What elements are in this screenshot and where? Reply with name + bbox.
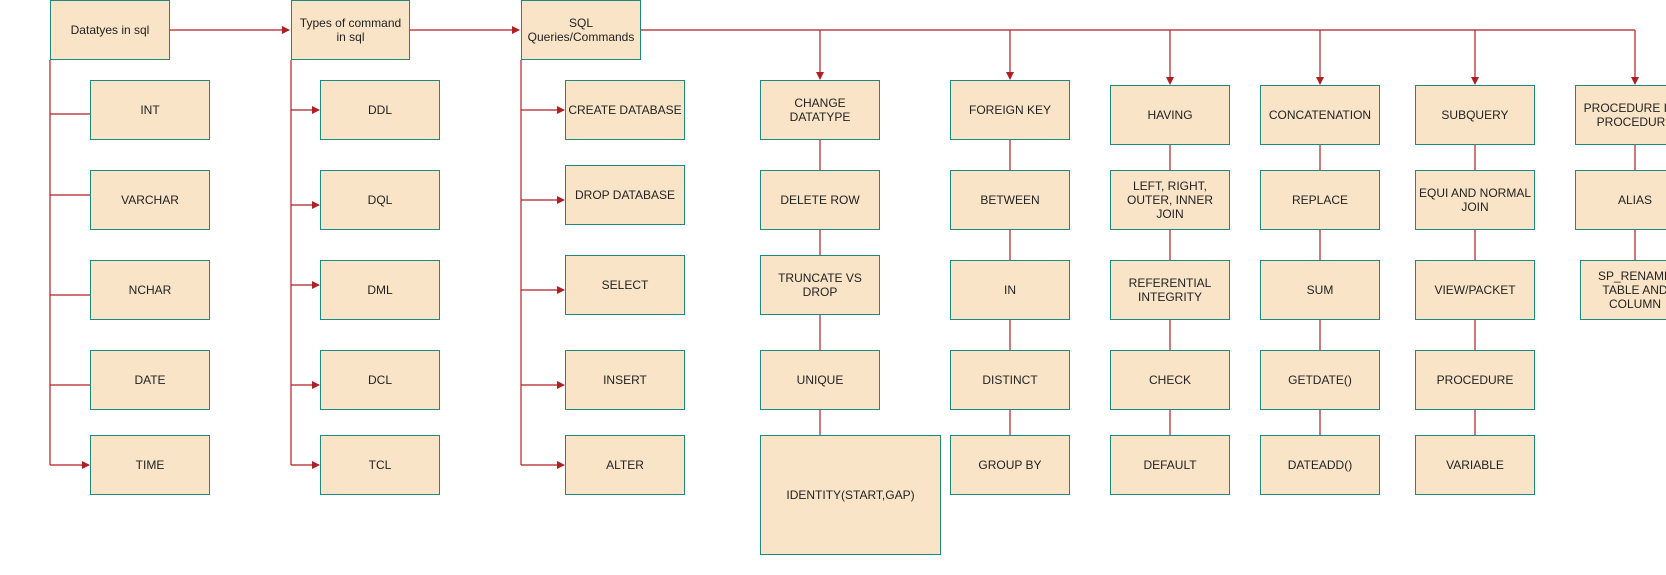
node-drop-database[interactable]: DROP DATABASE: [565, 165, 685, 225]
node-commandtypes-header[interactable]: Types of command in sql: [291, 0, 410, 60]
node-foreign-key[interactable]: FOREIGN KEY: [950, 80, 1070, 140]
node-view-packet[interactable]: VIEW/PACKET: [1415, 260, 1535, 320]
node-dateadd[interactable]: DATEADD(): [1260, 435, 1380, 495]
node-change-datatype[interactable]: CHANGE DATATYPE: [760, 80, 880, 140]
node-referential-integrity[interactable]: REFERENTIAL INTEGRITY: [1110, 260, 1230, 320]
node-create-database[interactable]: CREATE DATABASE: [565, 80, 685, 140]
node-equi-normal-join[interactable]: EQUI AND NORMAL JOIN: [1415, 170, 1535, 230]
node-check[interactable]: CHECK: [1110, 350, 1230, 410]
node-procedure[interactable]: PROCEDURE: [1415, 350, 1535, 410]
node-sum[interactable]: SUM: [1260, 260, 1380, 320]
node-int[interactable]: INT: [90, 80, 210, 140]
node-subquery[interactable]: SUBQUERY: [1415, 85, 1535, 145]
node-sp-rename[interactable]: SP_RENAME TABLE AND COLUMN: [1580, 260, 1666, 320]
node-date[interactable]: DATE: [90, 350, 210, 410]
node-replace[interactable]: REPLACE: [1260, 170, 1380, 230]
node-alias[interactable]: ALIAS: [1575, 170, 1666, 230]
node-dcl[interactable]: DCL: [320, 350, 440, 410]
node-between[interactable]: BETWEEN: [950, 170, 1070, 230]
node-dql[interactable]: DQL: [320, 170, 440, 230]
node-getdate[interactable]: GETDATE(): [1260, 350, 1380, 410]
node-procedure-in-procedure[interactable]: PROCEDURE IN A PROCEDURE: [1575, 85, 1666, 145]
node-joins[interactable]: LEFT, RIGHT, OUTER, INNER JOIN: [1110, 170, 1230, 230]
node-unique[interactable]: UNIQUE: [760, 350, 880, 410]
node-identity[interactable]: IDENTITY(START,GAP): [760, 435, 941, 555]
node-tcl[interactable]: TCL: [320, 435, 440, 495]
node-insert[interactable]: INSERT: [565, 350, 685, 410]
node-in[interactable]: IN: [950, 260, 1070, 320]
node-select[interactable]: SELECT: [565, 255, 685, 315]
node-ddl[interactable]: DDL: [320, 80, 440, 140]
node-delete-row[interactable]: DELETE ROW: [760, 170, 880, 230]
node-truncate-vs-drop[interactable]: TRUNCATE VS DROP: [760, 255, 880, 315]
node-default[interactable]: DEFAULT: [1110, 435, 1230, 495]
node-dml[interactable]: DML: [320, 260, 440, 320]
node-nchar[interactable]: NCHAR: [90, 260, 210, 320]
node-concatenation[interactable]: CONCATENATION: [1260, 85, 1380, 145]
node-varchar[interactable]: VARCHAR: [90, 170, 210, 230]
node-alter[interactable]: ALTER: [565, 435, 685, 495]
node-distinct[interactable]: DISTINCT: [950, 350, 1070, 410]
node-variable[interactable]: VARIABLE: [1415, 435, 1535, 495]
node-queries-header[interactable]: SQL Queries/Commands: [521, 0, 641, 60]
node-having[interactable]: HAVING: [1110, 85, 1230, 145]
node-time[interactable]: TIME: [90, 435, 210, 495]
node-group-by[interactable]: GROUP BY: [950, 435, 1070, 495]
node-datatypes-header[interactable]: Datatyes in sql: [50, 0, 170, 60]
